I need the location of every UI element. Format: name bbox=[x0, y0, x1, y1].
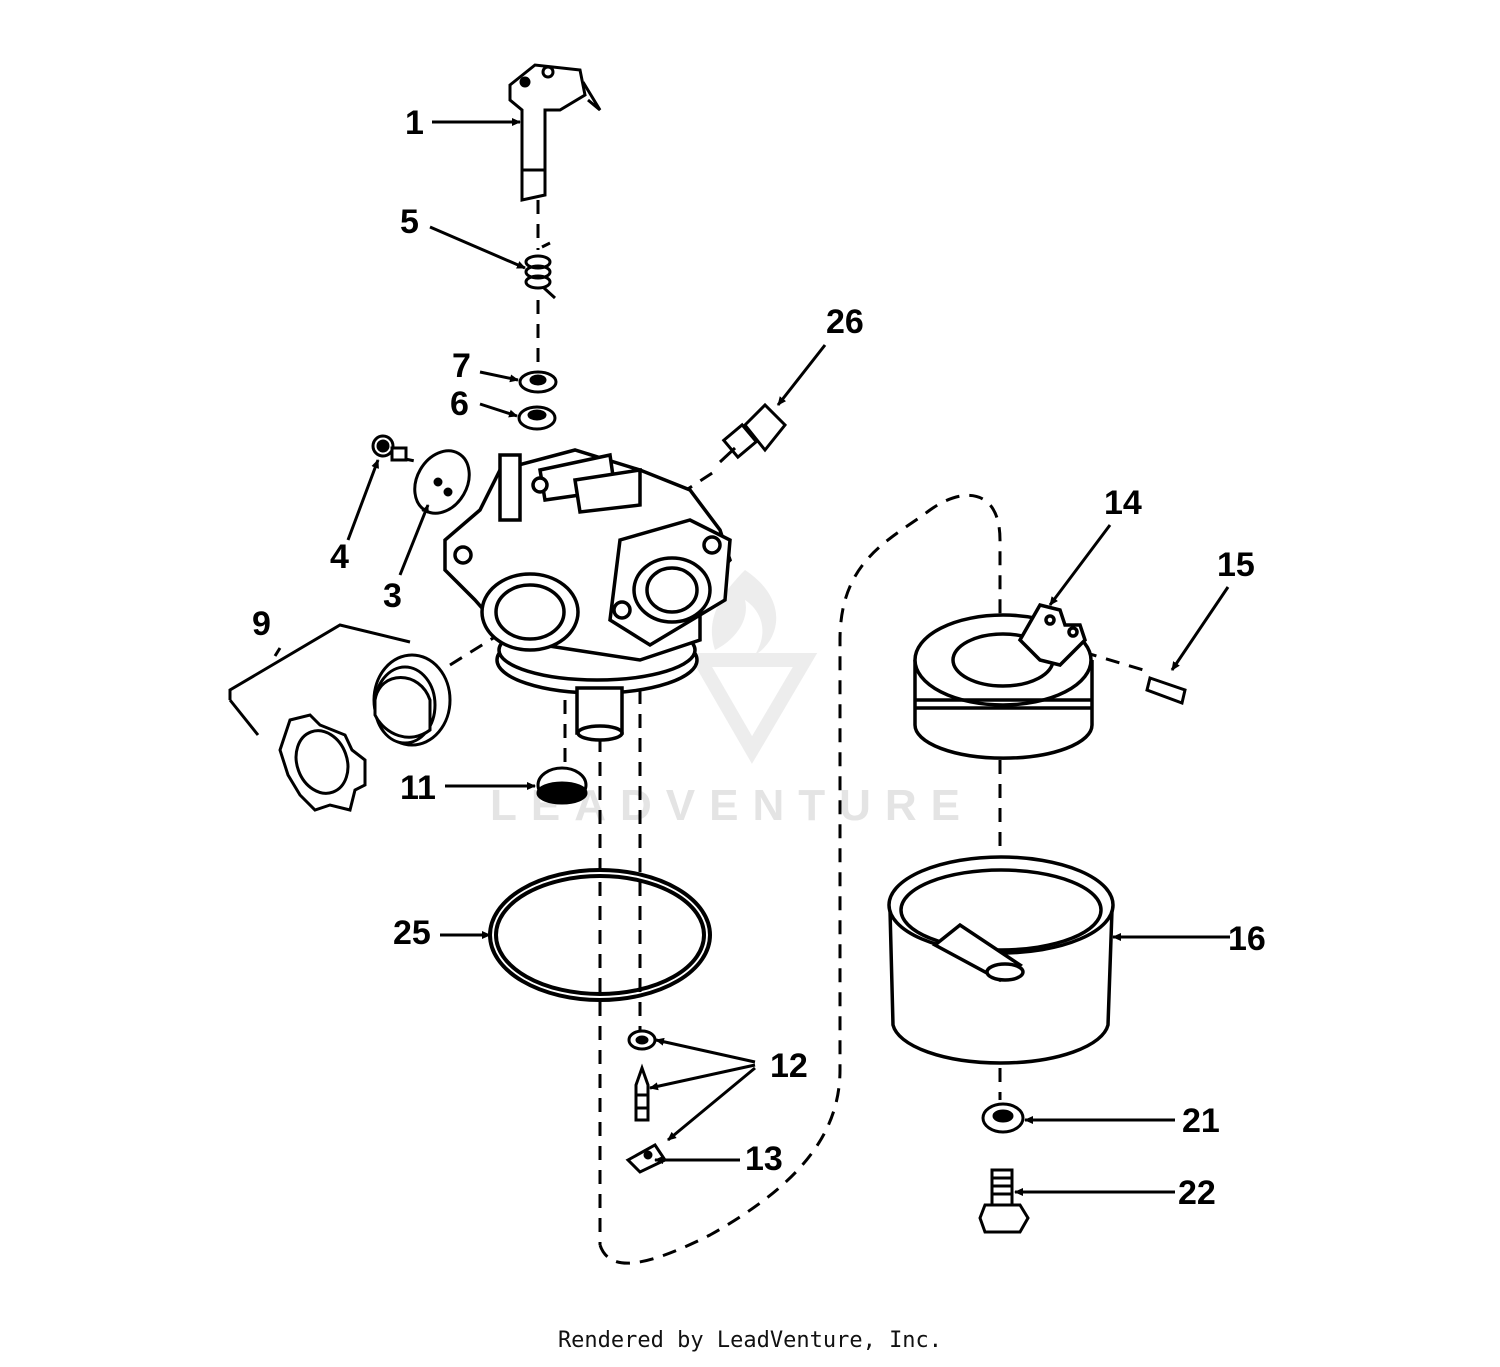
callout-16: 16 bbox=[1228, 920, 1266, 958]
choke-plate-part bbox=[413, 449, 471, 515]
callout-5: 5 bbox=[400, 203, 419, 241]
callout-13: 13 bbox=[745, 1140, 783, 1178]
callout-4: 4 bbox=[330, 538, 349, 576]
footer-credit: Rendered by LeadVenture, Inc. bbox=[557, 1328, 943, 1353]
primer-bracket bbox=[228, 623, 411, 736]
leader-lines bbox=[346, 118, 1230, 1196]
bowl-washer-part bbox=[981, 1102, 1025, 1134]
fuel-fitting-part bbox=[718, 402, 788, 464]
callout-6: 6 bbox=[450, 385, 469, 423]
callout-21: 21 bbox=[1182, 1102, 1220, 1140]
callout-1: 1 bbox=[405, 104, 424, 142]
callout-15: 15 bbox=[1217, 546, 1255, 584]
callout-9: 9 bbox=[252, 605, 271, 643]
throttle-shaft-part bbox=[508, 63, 602, 202]
assembly-lines bbox=[399, 200, 1151, 1265]
primer-retainer-part bbox=[278, 713, 367, 812]
callout-14: 14 bbox=[1104, 484, 1142, 522]
float-pin-part bbox=[1145, 676, 1187, 706]
carburetor-body bbox=[443, 448, 733, 742]
callout-22: 22 bbox=[1178, 1174, 1216, 1212]
callout-3: 3 bbox=[383, 577, 402, 615]
screw-part bbox=[371, 434, 408, 462]
inlet-needle-part bbox=[627, 1029, 657, 1122]
callout-26: 26 bbox=[826, 303, 864, 341]
callout-7: 7 bbox=[452, 347, 471, 385]
callout-25: 25 bbox=[393, 914, 431, 952]
welch-plug-part bbox=[536, 766, 588, 805]
float-bowl-part bbox=[887, 855, 1115, 1065]
float-part bbox=[913, 602, 1094, 760]
seal-parts bbox=[517, 370, 558, 431]
callout-11: 11 bbox=[400, 769, 436, 807]
bowl-nut-part bbox=[978, 1168, 1030, 1234]
callout-12: 12 bbox=[770, 1047, 808, 1085]
primer-bulb-part bbox=[372, 653, 452, 747]
watermark-logo bbox=[687, 570, 818, 764]
spring-part bbox=[524, 241, 557, 300]
